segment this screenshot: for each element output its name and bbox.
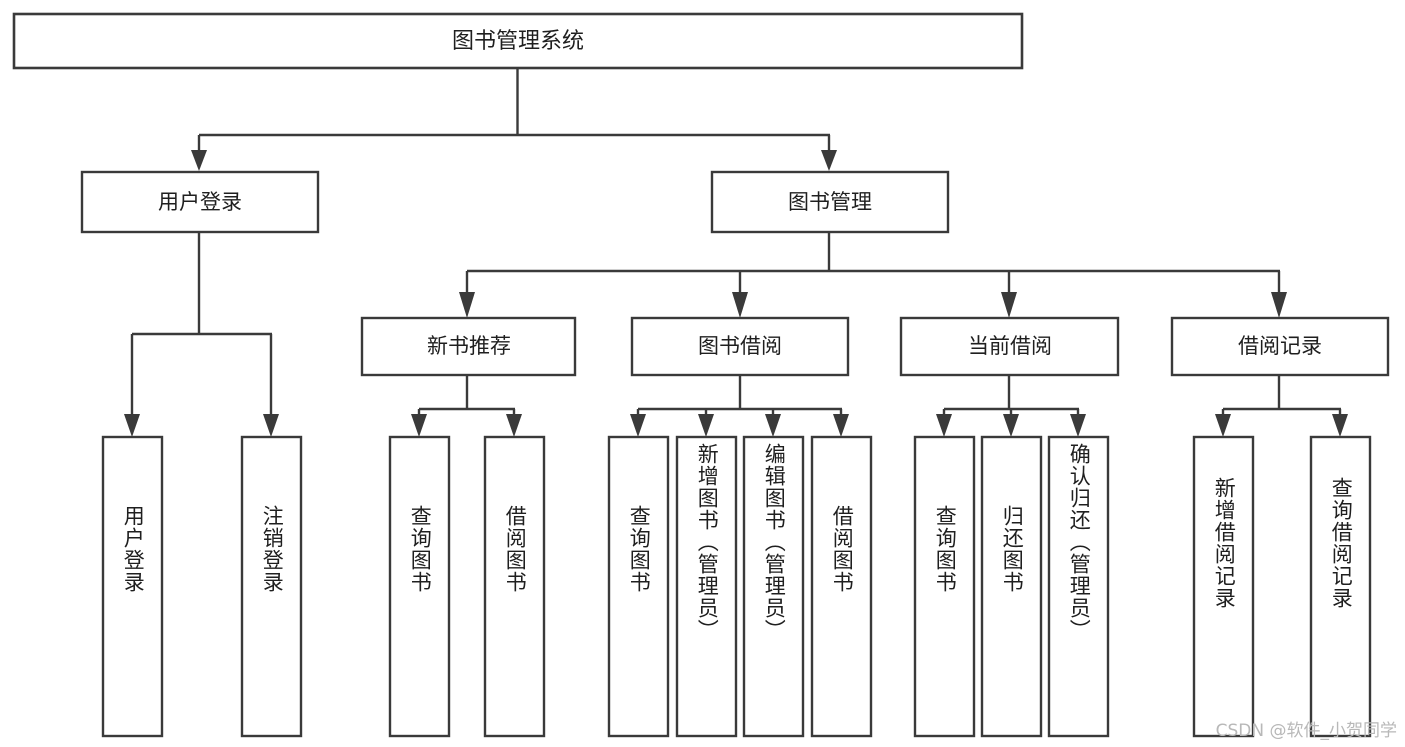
node-book-management-label: 图书管理 [788,190,872,214]
leaf-box-layer [101,435,1372,738]
arrow-head-leaf-current-borrow-0 [936,414,952,437]
node-root[interactable]: 图书管理系统 [12,12,1024,70]
arrow-head-leaf-new-book-0 [411,414,427,437]
node-user-login[interactable]: 用户登录 [80,170,320,234]
node-current-borrow-label: 当前借阅 [968,334,1052,358]
node-book-borrow[interactable]: 图书借阅 [630,316,850,377]
arrow-head-leaf-current-borrow-2 [1070,414,1086,437]
arrow-head-borrow-record [1271,292,1287,318]
arrow-head-new-book [459,292,475,318]
leaf-box-user-login-1[interactable] [240,435,303,738]
arrow-head-leaf-book-borrow-0 [630,414,646,437]
arrow-head-leaf-user-login-1 [263,414,279,437]
node-new-book-recommend-label: 新书推荐 [427,334,511,358]
leaf-box-book-borrow-0[interactable] [607,435,670,738]
arrow-head-leaf-new-book-1 [506,414,522,437]
leaf-box-current-borrow-2[interactable] [1047,435,1110,738]
node-current-borrow[interactable]: 当前借阅 [899,316,1120,377]
leaf-box-borrow-record-1[interactable] [1309,435,1372,738]
arrow-head-leaf-book-borrow-2 [765,414,781,437]
node-borrow-record[interactable]: 借阅记录 [1170,316,1390,377]
leaf-box-current-borrow-0[interactable] [913,435,976,738]
node-new-book-recommend-box[interactable] [360,316,577,377]
arrow-head-book-mgmt [821,150,837,171]
node-book-management-box[interactable] [710,170,950,234]
leaf-box-user-login-0[interactable] [101,435,164,738]
leaf-box-new-book-1[interactable] [483,435,546,738]
arrow-head-leaf-borrow-record-1 [1332,414,1348,437]
leaf-box-book-borrow-2[interactable] [742,435,805,738]
leaf-box-borrow-record-0[interactable] [1192,435,1255,738]
node-root-label: 图书管理系统 [452,29,584,54]
node-borrow-record-label: 借阅记录 [1238,334,1322,358]
node-new-book-recommend[interactable]: 新书推荐 [360,316,577,377]
node-borrow-record-box[interactable] [1170,316,1390,377]
node-book-borrow-box[interactable] [630,316,850,377]
arrow-head-leaf-user-login-0 [124,414,140,437]
connector-layer [124,68,1348,437]
node-user-login-label: 用户登录 [158,190,242,214]
arrow-head-leaf-borrow-record-0 [1215,414,1231,437]
arrow-head-current-borrow [1001,292,1017,318]
arrow-head-leaf-current-borrow-1 [1003,414,1019,437]
leaf-box-current-borrow-1[interactable] [980,435,1043,738]
leaf-box-book-borrow-3[interactable] [810,435,873,738]
arrow-head-leaf-book-borrow-1 [698,414,714,437]
node-book-borrow-label: 图书借阅 [698,334,782,358]
arrow-head-leaf-book-borrow-3 [833,414,849,437]
leaf-box-book-borrow-1[interactable] [675,435,738,738]
arrow-head-user-login [191,150,207,171]
node-book-management[interactable]: 图书管理 [710,170,950,234]
node-user-login-box[interactable] [80,170,320,234]
arrow-head-book-borrow [732,292,748,318]
leaf-box-new-book-0[interactable] [388,435,451,738]
node-root-box[interactable] [12,12,1024,70]
node-current-borrow-box[interactable] [899,316,1120,377]
